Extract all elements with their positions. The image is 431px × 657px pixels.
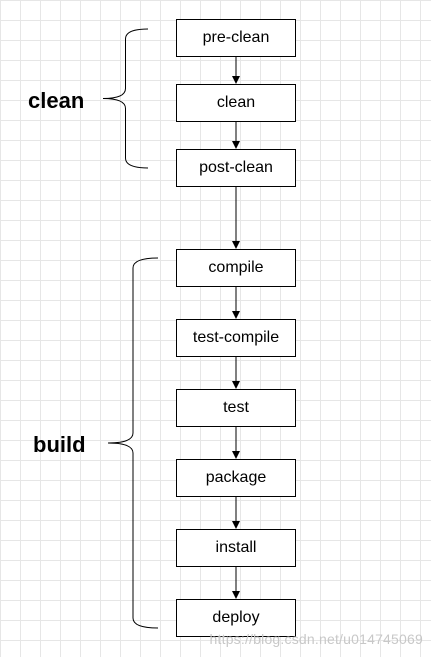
watermark-text: https://blog.csdn.net/u014745069 <box>209 631 423 647</box>
node-pre-clean: pre-clean <box>176 19 296 57</box>
brace-clean <box>102 28 149 169</box>
brace-build <box>107 257 159 629</box>
node-deploy: deploy <box>176 599 296 637</box>
node-test: test <box>176 389 296 427</box>
node-install: install <box>176 529 296 567</box>
node-clean: clean <box>176 84 296 122</box>
group-label-clean: clean <box>28 88 85 113</box>
group-label-build: build <box>33 432 86 457</box>
node-post-clean: post-clean <box>176 149 296 187</box>
node-test-compile: test-compile <box>176 319 296 357</box>
node-package: package <box>176 459 296 497</box>
node-compile: compile <box>176 249 296 287</box>
